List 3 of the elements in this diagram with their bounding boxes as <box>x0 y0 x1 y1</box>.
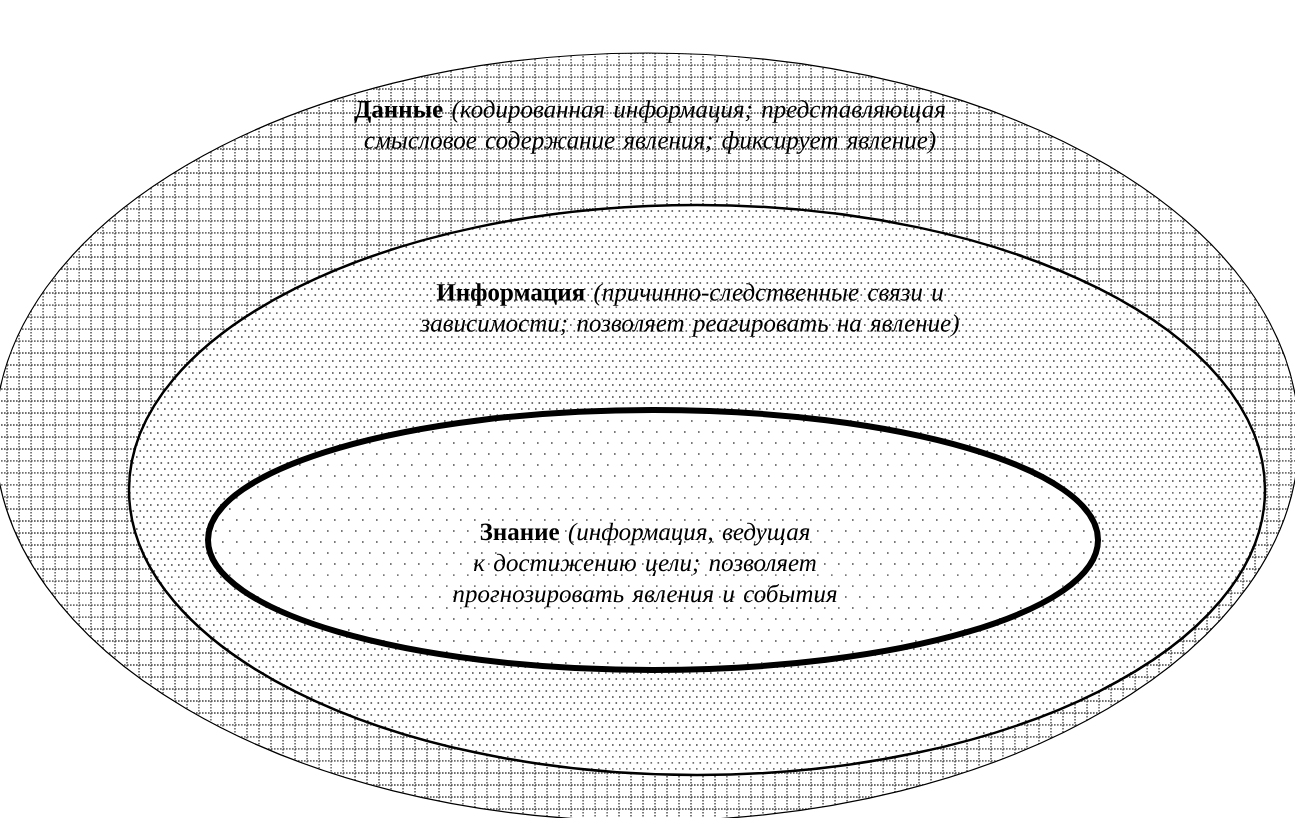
node-label: Знание (информация, ведущая к достижению цели; позволяет прогнозировать явления и события <box>453 522 837 608</box>
ellipse-region: Знание (информация, ведущая к достижению цели; позволяет прогнозировать явления и события <box>205 407 1101 673</box>
node-label: Информация (причинно-следственные связи и зависимости; позволяет реагировать на явление) <box>420 283 959 337</box>
